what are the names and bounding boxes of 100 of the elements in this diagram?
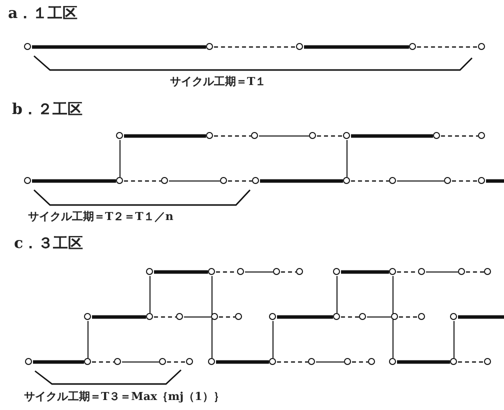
dashed-activity-line xyxy=(277,361,308,363)
dashed-activity-line xyxy=(341,316,359,318)
event-circle xyxy=(484,268,491,275)
thick-activity-line xyxy=(397,360,450,364)
event-circle xyxy=(116,132,123,139)
event-circle xyxy=(418,268,425,275)
dashed-activity-line xyxy=(441,135,478,137)
activity-line xyxy=(392,276,394,358)
event-circle xyxy=(458,268,465,275)
thick-activity-line xyxy=(124,134,206,138)
dashed-activity-line xyxy=(92,361,114,363)
activity-line xyxy=(396,180,444,182)
event-circle xyxy=(269,358,276,365)
dashed-activity-line xyxy=(124,180,161,182)
event-circle xyxy=(333,268,340,275)
event-circle xyxy=(450,358,457,365)
event-circle xyxy=(343,177,350,184)
event-circle xyxy=(391,313,398,320)
event-circle xyxy=(418,313,425,320)
thick-activity-line xyxy=(33,360,84,364)
event-circle xyxy=(186,358,193,365)
event-circle xyxy=(161,177,168,184)
cycle-time-note: サイクル工期＝T２＝T１／n xyxy=(28,209,174,224)
thick-activity-line xyxy=(154,270,208,274)
dashed-activity-line xyxy=(399,316,418,318)
event-circle xyxy=(478,132,485,139)
event-circle xyxy=(159,358,166,365)
dashed-activity-line xyxy=(214,135,251,137)
dashed-activity-line xyxy=(281,271,296,273)
event-circle xyxy=(308,358,315,365)
event-circle xyxy=(237,268,244,275)
activity-line xyxy=(184,316,212,318)
event-circle xyxy=(273,268,280,275)
event-circle xyxy=(309,132,316,139)
event-circle xyxy=(206,43,213,50)
event-circle xyxy=(389,268,396,275)
event-circle xyxy=(389,358,396,365)
dashed-activity-line xyxy=(167,361,186,363)
thick-activity-line xyxy=(304,45,409,49)
event-circle xyxy=(269,313,276,320)
thick-activity-line xyxy=(351,134,433,138)
event-circle xyxy=(409,43,416,50)
thick-activity-line xyxy=(260,179,343,183)
event-circle xyxy=(24,177,31,184)
event-circle xyxy=(389,177,396,184)
event-circle xyxy=(220,177,227,184)
thick-activity-line xyxy=(341,270,389,274)
event-circle xyxy=(116,177,123,184)
dashed-activity-line xyxy=(397,271,418,273)
event-circle xyxy=(478,43,485,50)
dashed-activity-line xyxy=(228,180,252,182)
dashed-activity-line xyxy=(417,46,478,48)
event-circle xyxy=(208,358,215,365)
activity-line xyxy=(168,180,220,182)
dashed-activity-line xyxy=(458,361,484,363)
thick-activity-line xyxy=(277,315,333,319)
dashed-activity-line xyxy=(214,46,296,48)
event-circle xyxy=(208,268,215,275)
event-circle xyxy=(333,313,340,320)
dashed-activity-line xyxy=(317,135,343,137)
section-heading: c．３工区 xyxy=(14,234,84,253)
dashed-activity-line xyxy=(219,316,235,318)
event-circle xyxy=(296,43,303,50)
event-circle xyxy=(344,358,351,365)
dashed-activity-line xyxy=(452,180,478,182)
event-circle xyxy=(146,268,153,275)
event-circle xyxy=(484,358,491,365)
event-circle xyxy=(343,132,350,139)
activity-line xyxy=(346,140,348,178)
event-circle xyxy=(359,313,366,320)
event-circle xyxy=(450,313,457,320)
dashed-activity-line xyxy=(154,316,176,318)
thick-activity-line xyxy=(216,360,269,364)
dashed-activity-line xyxy=(351,180,389,182)
event-circle xyxy=(368,358,375,365)
event-circle xyxy=(235,313,242,320)
event-circle xyxy=(146,313,153,320)
event-circle xyxy=(251,132,258,139)
dashed-activity-line xyxy=(352,361,368,363)
event-circle xyxy=(24,43,31,50)
event-circle xyxy=(444,177,451,184)
event-circle xyxy=(206,132,213,139)
activity-line xyxy=(272,320,274,358)
event-circle xyxy=(252,177,259,184)
event-circle xyxy=(433,132,440,139)
activity-line xyxy=(336,276,338,314)
thick-activity-line xyxy=(32,45,206,49)
event-circle xyxy=(84,358,91,365)
event-circle xyxy=(211,313,218,320)
event-circle xyxy=(114,358,121,365)
thick-activity-line xyxy=(92,315,146,319)
thick-activity-line xyxy=(32,179,116,183)
section-heading: a．１工区 xyxy=(8,4,78,23)
cycle-time-note: サイクル工期＝T３＝Max｛mj（1）｝ xyxy=(24,389,224,404)
dashed-activity-line xyxy=(216,271,237,273)
event-circle xyxy=(296,268,303,275)
event-circle xyxy=(478,177,485,184)
thick-activity-line xyxy=(486,179,504,183)
event-circle xyxy=(25,358,32,365)
event-circle xyxy=(84,313,91,320)
